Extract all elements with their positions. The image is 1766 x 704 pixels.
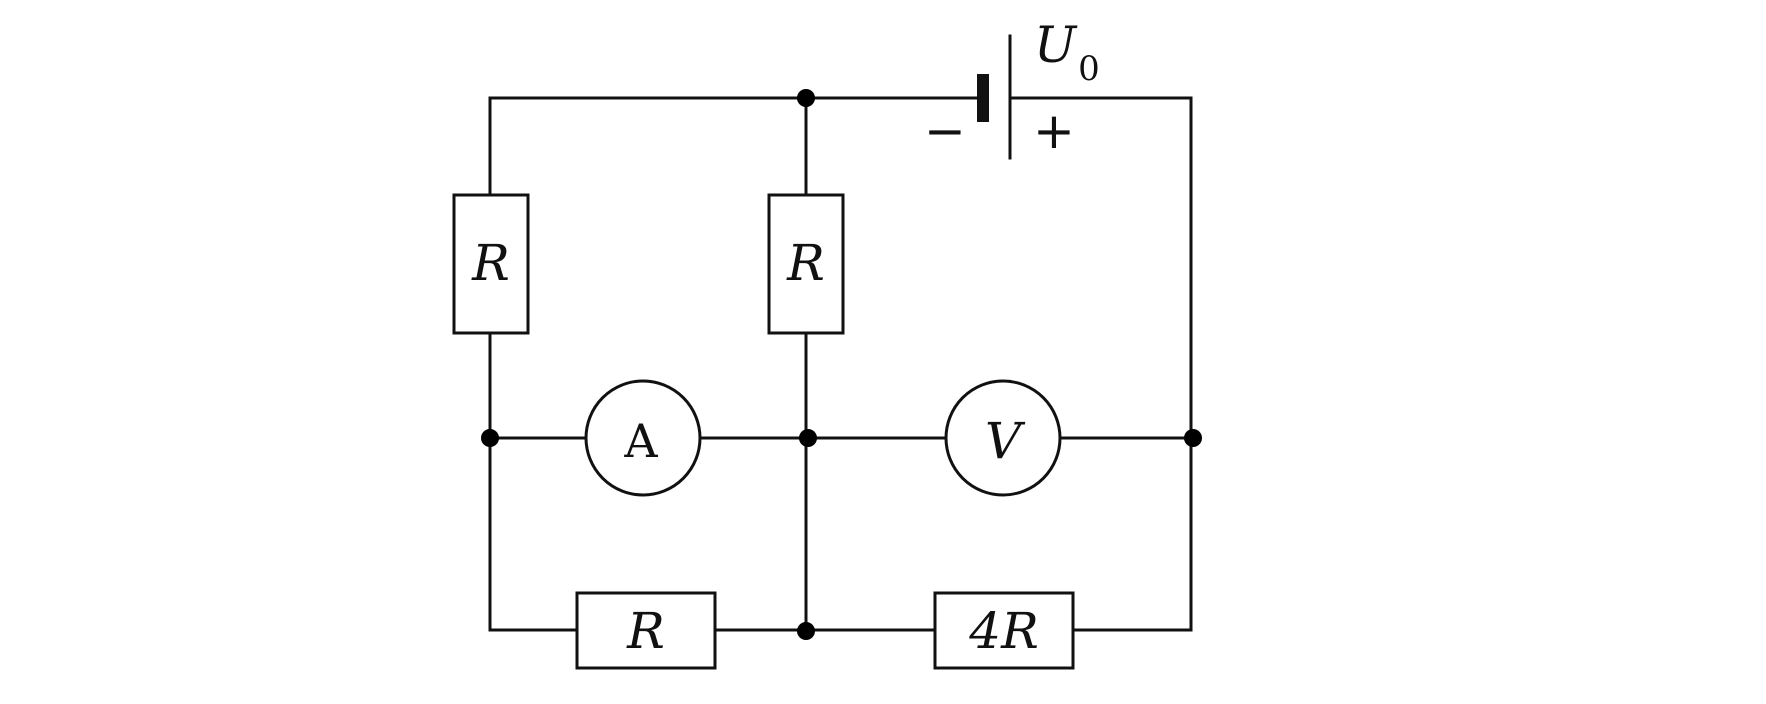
- voltage-source: U0 − +: [924, 16, 1100, 160]
- resistor-bottom-left: R: [575, 591, 717, 670]
- resistor-bottom-left-body: [575, 591, 717, 670]
- battery-negative-plate: [977, 74, 989, 122]
- resistor-top-left: R: [452, 193, 530, 335]
- negative-terminal-sign: −: [924, 102, 966, 160]
- node-right-middle: [1184, 429, 1202, 447]
- resistor-top-middle: R: [767, 193, 845, 335]
- voltmeter-label: V: [985, 412, 1026, 470]
- resistor-bottom-right-body: [933, 591, 1075, 670]
- ammeter: A: [584, 379, 702, 497]
- junction-nodes: [481, 89, 1202, 640]
- node-top-middle: [797, 89, 815, 107]
- resistor-top-left-label: R: [471, 234, 510, 292]
- resistor-bottom-right: 4R: [933, 591, 1075, 670]
- node-center: [799, 429, 817, 447]
- resistor-top-left-body: [452, 193, 530, 335]
- node-left-middle: [481, 429, 499, 447]
- resistor-bottom-left-label: R: [626, 602, 665, 660]
- ammeter-circle: [584, 379, 702, 497]
- voltmeter-circle: [944, 379, 1062, 497]
- voltmeter: V: [944, 379, 1062, 497]
- resistor-top-middle-body: [767, 193, 845, 335]
- wires: [488, 96, 1193, 632]
- node-bottom-middle: [797, 622, 815, 640]
- source-label: U0: [1034, 16, 1100, 89]
- resistor-bottom-right-label: 4R: [968, 602, 1038, 660]
- positive-terminal-sign: +: [1033, 102, 1075, 160]
- resistor-top-middle-label: R: [786, 234, 825, 292]
- ammeter-label: A: [623, 414, 658, 468]
